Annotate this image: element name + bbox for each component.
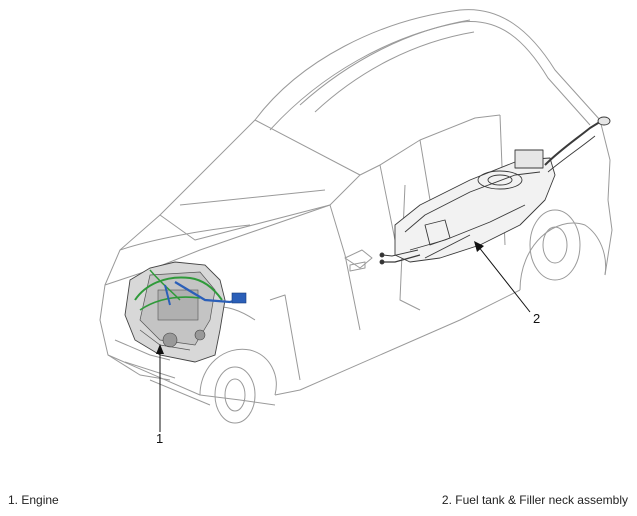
leader-arrow-2 <box>474 241 484 252</box>
callout-fuel-tank: 2 <box>533 311 540 326</box>
legend-item-fuel-tank: 2. Fuel tank & Filler neck assembly <box>441 493 628 507</box>
legend-item-engine: 1. Engine <box>8 493 59 507</box>
vehicle-outline <box>99 9 613 424</box>
vehicle-component-diagram: 1 2 <box>99 9 613 446</box>
leader-arrow-1 <box>156 344 164 354</box>
leader-line-2 <box>477 245 531 313</box>
fuel-tank-assembly <box>379 116 611 265</box>
engine-assembly <box>124 261 247 363</box>
callout-engine: 1 <box>156 431 163 446</box>
